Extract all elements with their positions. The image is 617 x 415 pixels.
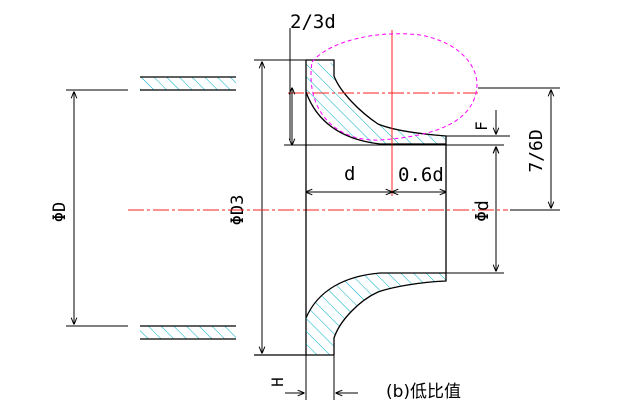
label-seven-sixth-D: 7/6D: [526, 129, 547, 172]
inlet-section-bottom: [305, 272, 447, 356]
dim-H: [285, 355, 358, 400]
label-H: H: [268, 377, 287, 387]
label-phi-D: ΦD: [50, 202, 70, 222]
pipe-wall-bottom: [140, 325, 236, 340]
label-phi-d: Φd: [472, 200, 493, 222]
pipe-wall-top: [140, 76, 236, 91]
caption: (b)低比值: [386, 382, 461, 402]
dim-two-thirds-d: [284, 28, 446, 145]
label-point-six-d: 0.6d: [398, 164, 444, 186]
dim-phi-D: [66, 89, 128, 327]
label-two-thirds-d: 2/3d: [290, 11, 336, 33]
dim-seven-sixth-D: [478, 87, 560, 211]
dim-phi-d: [446, 144, 504, 274]
dim-phi-D3: [254, 59, 300, 356]
label-d: d: [344, 163, 355, 185]
label-F: F: [472, 121, 491, 131]
dim-F: [446, 110, 510, 160]
inlet-section-top: [305, 59, 447, 355]
construction-ellipse: [310, 33, 478, 141]
